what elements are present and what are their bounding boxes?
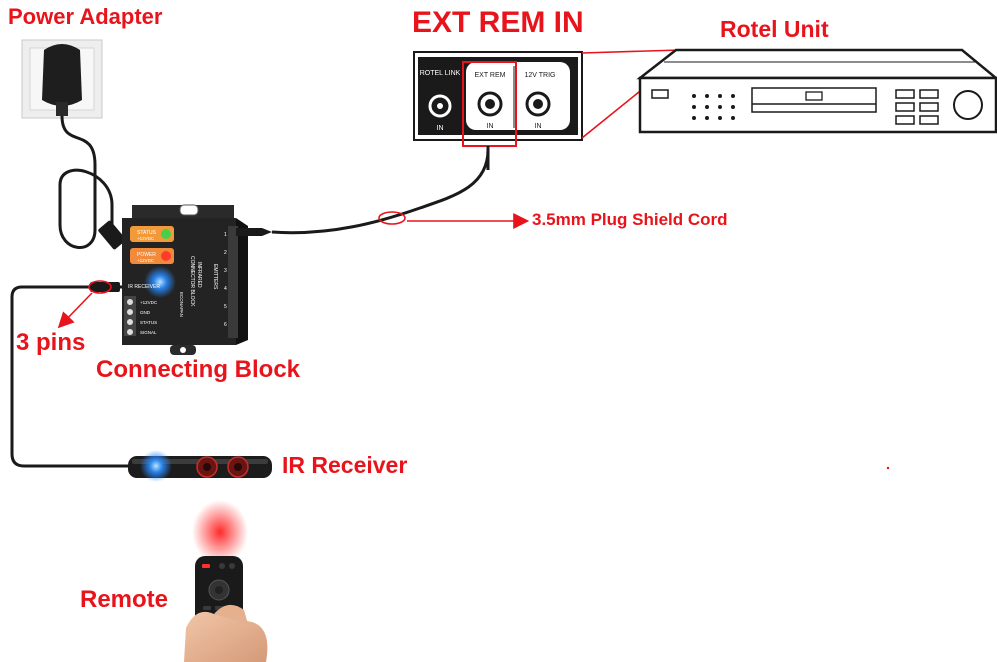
ir-cable-plug (90, 282, 120, 292)
ir-receiver-icon (128, 450, 272, 482)
zoom-line-top (581, 49, 681, 54)
block-pin-status: STATUS (140, 320, 157, 325)
emitter-plug (236, 228, 272, 236)
emitter-number: 6 (224, 322, 227, 328)
panel-in-label: IN (487, 123, 494, 130)
rotel-unit-label: Rotel Unit (720, 16, 829, 42)
plug-shield-cord (271, 149, 490, 235)
remote-label: Remote (80, 586, 169, 613)
panel-trig-label: 12V TRIG (525, 72, 556, 79)
pins-arrow (57, 292, 93, 329)
block-status-voltage: +12VDC (137, 236, 155, 241)
power-cord (58, 115, 114, 249)
emitter-number: 1 (224, 232, 227, 238)
block-pin-12vdc: +12VDC (140, 300, 158, 305)
panel-in-label: IN (535, 123, 542, 130)
emitter-number: 4 (224, 286, 227, 292)
block-pin-gnd: GND (140, 310, 151, 315)
power-adapter-icon (21, 39, 103, 119)
panel-ext-rem-label: EXT REM (475, 72, 506, 79)
pins-highlight (88, 280, 112, 294)
plug-cord-label: 3.5mm Plug Shield Cord (532, 210, 728, 229)
ext-rem-panel (413, 51, 583, 141)
block-status-label: STATUS (137, 230, 157, 236)
block-power-voltage: +12VDC (137, 258, 155, 263)
power-adapter-label: Power Adapter (8, 4, 163, 29)
panel-in-label: IN (437, 125, 444, 132)
power-plug (98, 220, 126, 250)
stray-dot (886, 466, 890, 470)
block-pin-signal: SIGNAL (140, 330, 157, 335)
block-emitters-label: EMITTERS (212, 264, 218, 290)
emitter-number: 2 (224, 250, 227, 256)
remote-icon (184, 500, 268, 662)
ext-rem-in-title: EXT REM IN (412, 6, 584, 39)
block-title-connector: CONNECTOR BLOCK (189, 256, 195, 307)
rotel-unit-icon (636, 48, 997, 134)
ir-receiver-cable (10, 285, 132, 468)
emitter-number: 5 (224, 304, 227, 310)
block-power-label: POWER (137, 252, 156, 258)
connecting-block-label: Connecting Block (96, 356, 301, 383)
block-title-infrared: INFRARED (196, 262, 202, 288)
connecting-block-icon (122, 204, 248, 355)
block-brand: ECONAPAN (179, 292, 184, 317)
panel-rotel-link-label: ROTEL LINK (420, 70, 461, 77)
cord-highlight (378, 211, 406, 225)
emitter-number: 3 (224, 268, 227, 274)
three-pins-label: 3 pins (16, 329, 86, 356)
ir-receiver-label: IR Receiver (282, 452, 408, 478)
block-ir-receiver-label: IR RECEIVER (128, 284, 160, 290)
